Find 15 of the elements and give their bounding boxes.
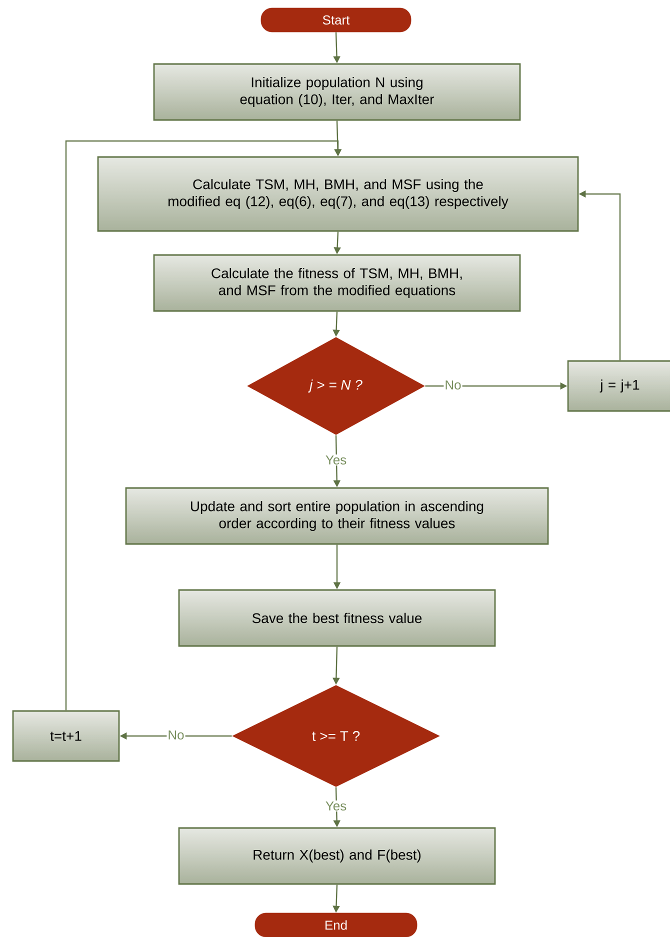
process-box: Save the best fitness value: [178, 589, 496, 647]
terminal-pill: Start: [260, 8, 412, 32]
arrow: [65, 140, 342, 710]
process-box: Initialize population N using equation (10), Iter, and MaxIter: [153, 63, 521, 121]
process-box: Calculate the fitness of TSM, MH, BMH, and MSF from the modified equations: [153, 254, 521, 312]
edge-label: Yes: [324, 454, 348, 466]
edge-label: No: [444, 379, 462, 391]
edge-label: No: [166, 729, 186, 741]
process-box: Update and sort entire population in ascending order according to their fitness values: [125, 487, 549, 545]
process-box: Calculate TSM, MH, BMH, and MSF using the modified eq (12), eq(6), eq(7), and eq(13) respectively: [97, 156, 579, 232]
terminal-pill: End: [254, 912, 418, 937]
edge-label: Yes: [324, 800, 348, 812]
process-box: t=t+1: [12, 710, 120, 762]
process-box: j = j+1: [567, 360, 670, 412]
process-box: Return X(best) and F(best): [178, 827, 496, 885]
